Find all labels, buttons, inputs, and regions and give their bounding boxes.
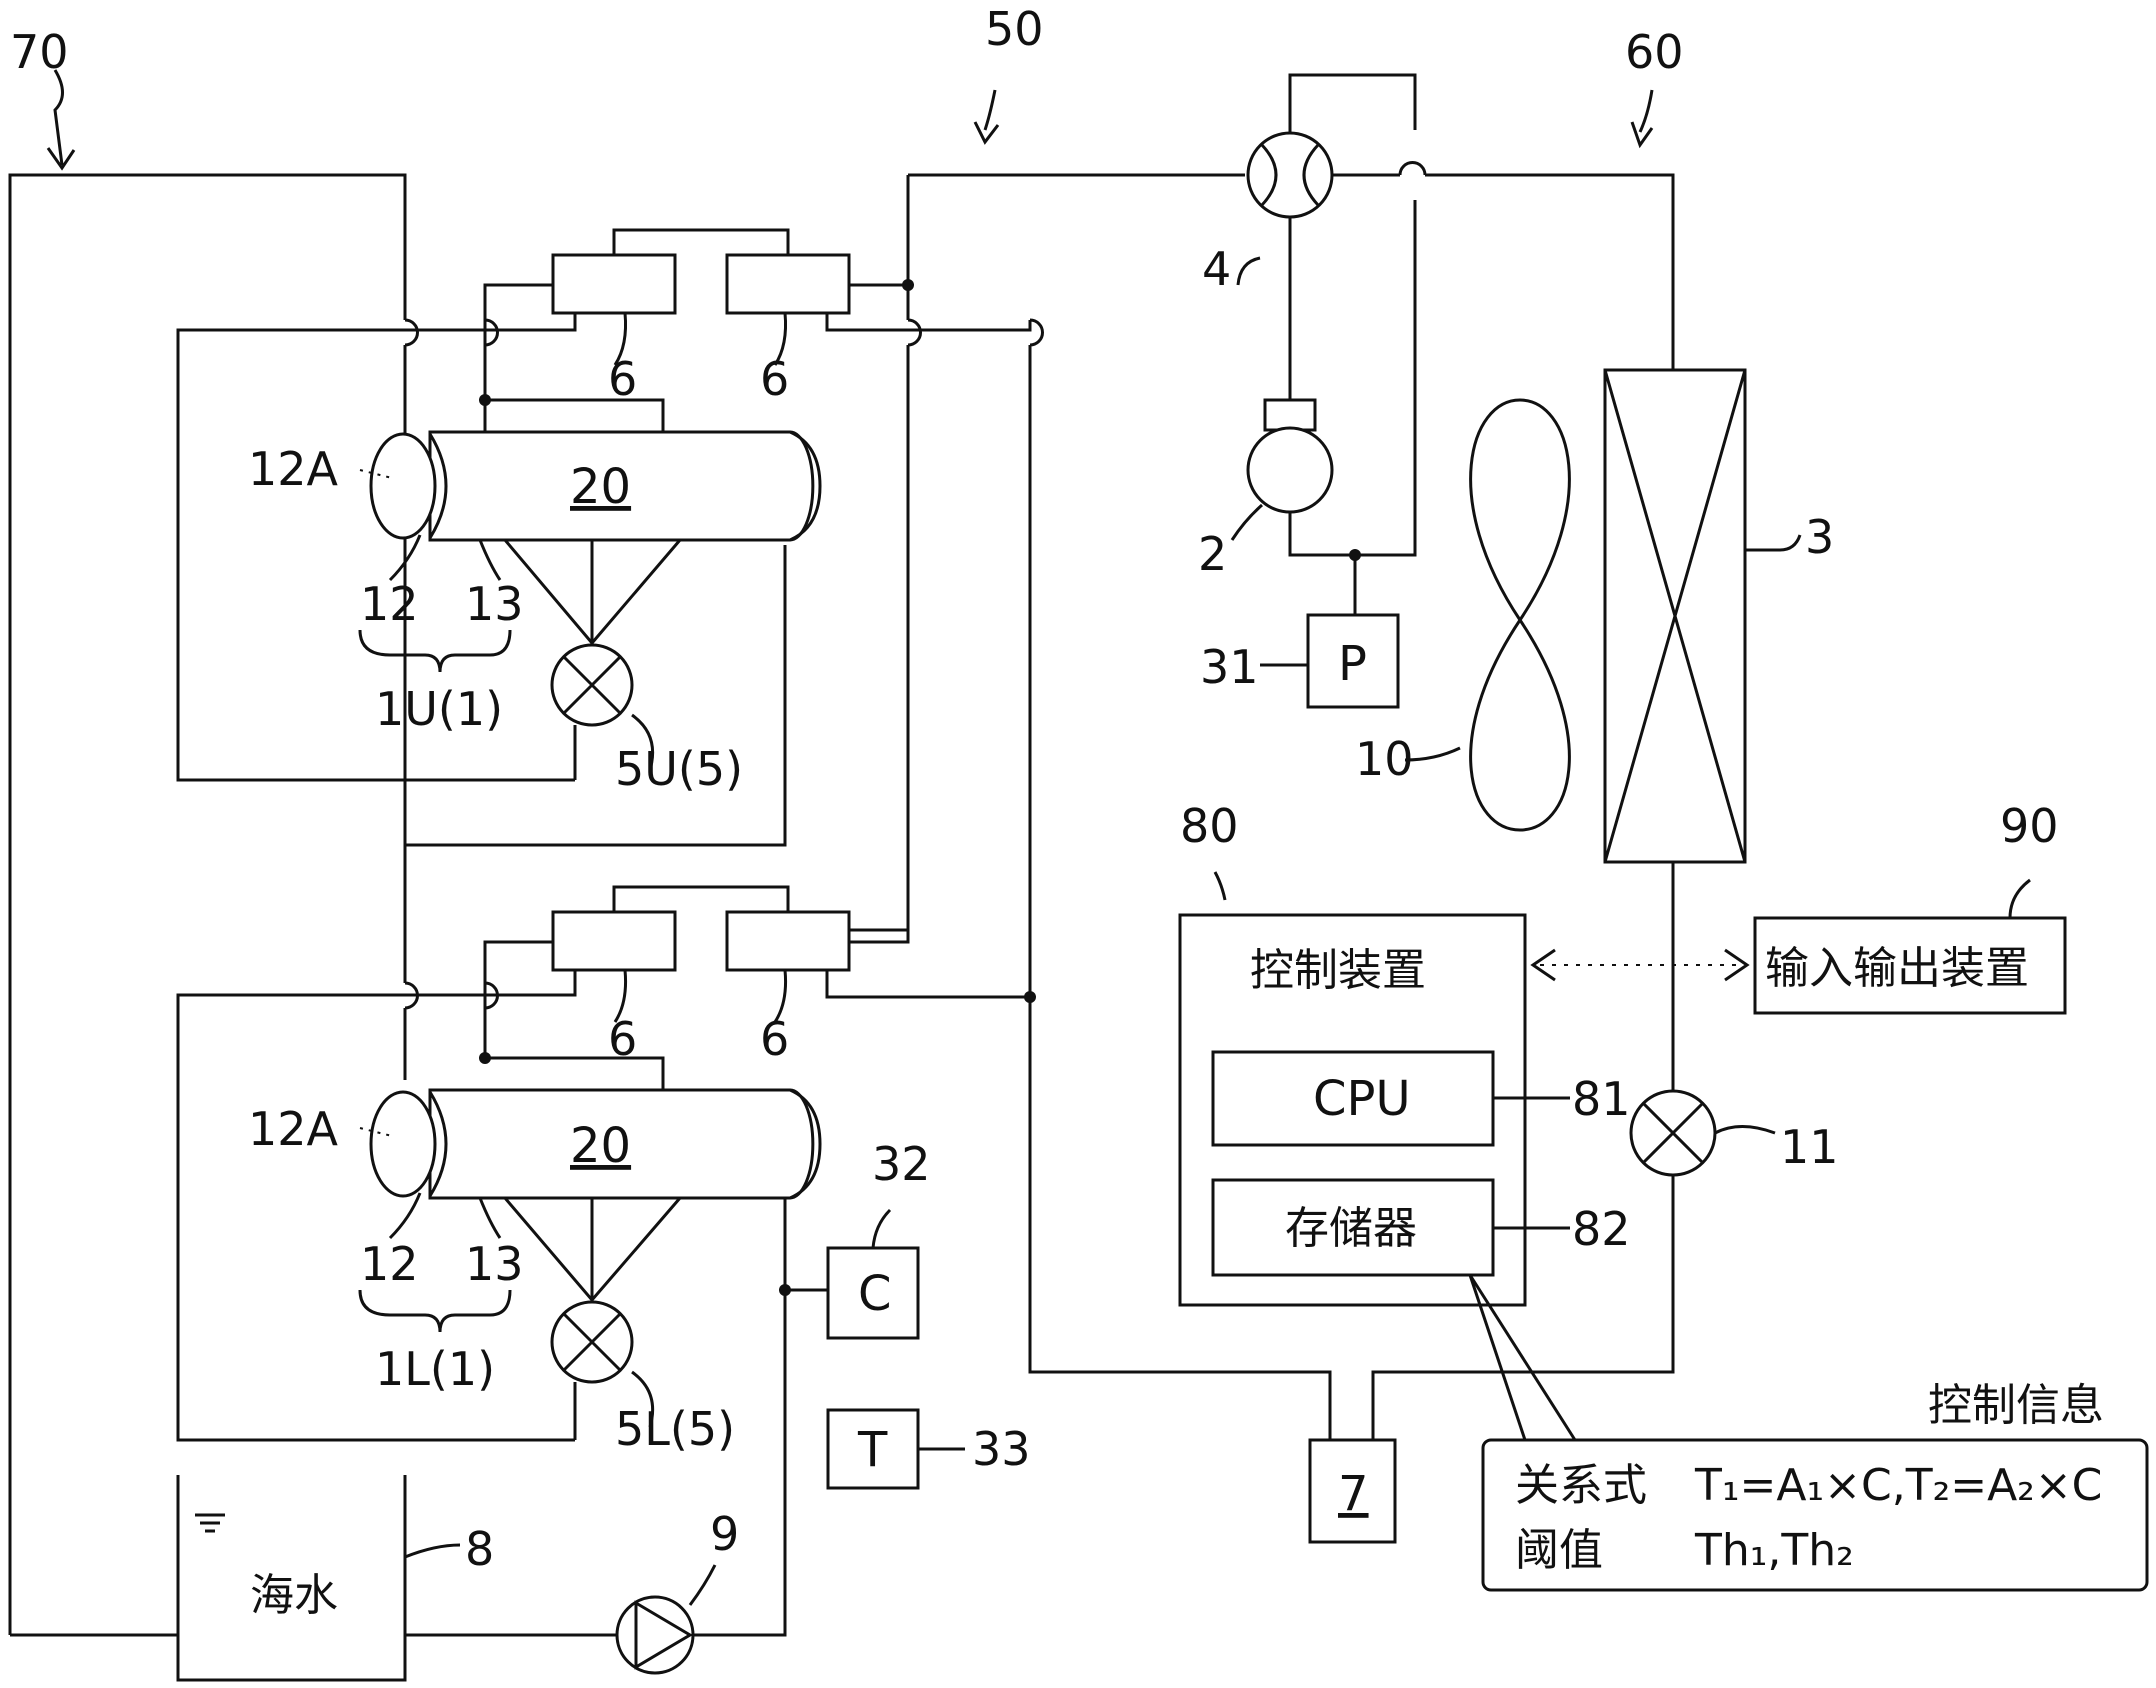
ref-20-lower: 20	[570, 1118, 631, 1174]
ref-50: 50	[985, 2, 1044, 56]
controller-label: 控制装置	[1250, 945, 1426, 996]
ref-4: 4	[1202, 242, 1231, 296]
ref-11: 11	[1780, 1120, 1839, 1174]
upper-condenser-block	[176, 228, 908, 782]
valve-6-lower-left	[551, 910, 677, 972]
pump-9	[615, 1564, 717, 1675]
ref-70: 70	[10, 25, 69, 79]
reference-labels: 70 50 60 4 2 3 31 10 6 6 6 6 12A 12A 20 …	[10, 2, 2059, 1576]
ref-13-lower: 13	[465, 1237, 524, 1291]
ref-60: 60	[1625, 25, 1684, 79]
ref-7: 7	[1338, 1466, 1369, 1522]
ref-20-upper: 20	[570, 459, 631, 515]
ref-5L: 5L(5)	[615, 1402, 735, 1456]
ref-81: 81	[1572, 1072, 1631, 1126]
control-info-text: 控制信息 关系式 T₁=A₁×C,T₂=A₂×C 阈值 Th₁,Th₂	[1515, 1380, 2104, 1576]
heat-exchange-tube-bundle-12-upper	[369, 432, 437, 540]
four-way-valve-4	[1236, 131, 1334, 286]
io-device-90	[1530, 878, 2067, 1015]
sensor-C-32	[826, 1246, 920, 1340]
cpu-81	[1211, 1050, 1495, 1147]
control-info-callout	[1481, 1438, 2149, 1592]
receiver-7	[1308, 1438, 1397, 1544]
ref-33: 33	[972, 1422, 1031, 1476]
ref-32: 32	[872, 1137, 931, 1191]
ref-12A-lower: 12A	[248, 1102, 339, 1156]
ref-80: 80	[1180, 799, 1239, 853]
ref-9: 9	[710, 1507, 739, 1561]
ref-10: 10	[1355, 732, 1414, 786]
pressure-sensor-label: P	[1338, 636, 1367, 692]
ref-12A-upper: 12A	[248, 442, 339, 496]
valve-6-lower-right	[725, 910, 851, 972]
ref-90: 90	[2000, 799, 2059, 853]
fan-10	[1404, 398, 1571, 832]
relation-label: 关系式	[1515, 1460, 1647, 1511]
controller-80	[1178, 871, 1577, 1441]
io-label: 输入输出装置	[1765, 943, 2029, 994]
sensor-T-33	[826, 1408, 920, 1490]
ref-6-upper-right: 6	[760, 352, 789, 406]
ref-6-lower-right: 6	[760, 1012, 789, 1066]
valve-6-upper-right	[725, 253, 851, 315]
ref-2: 2	[1198, 527, 1227, 581]
ref-1U: 1U(1)	[375, 682, 503, 736]
sensor-T-label: T	[857, 1422, 888, 1478]
ref-5U: 5U(5)	[615, 742, 743, 796]
memory-label: 存储器	[1285, 1203, 1417, 1254]
ref-3: 3	[1805, 510, 1834, 564]
compressor-2	[1230, 398, 1334, 541]
ref-1L: 1L(1)	[375, 1342, 495, 1396]
lower-condenser-block	[176, 885, 1030, 1442]
heat-exchange-tube-bundle-12-lower	[369, 1090, 437, 1198]
ref-82: 82	[1572, 1202, 1631, 1256]
seawater-label: 海水	[250, 1570, 338, 1621]
control-info-title: 控制信息	[1928, 1380, 2104, 1431]
ref-12-lower: 12	[360, 1237, 419, 1291]
threshold-value: Th₁,Th₂	[1694, 1525, 1854, 1576]
ref-8: 8	[465, 1522, 494, 1576]
ref-12-upper: 12	[360, 577, 419, 631]
threshold-label: 阈值	[1515, 1525, 1603, 1576]
pressure-sensor-31	[1260, 613, 1400, 709]
sensor-C-label: C	[858, 1266, 892, 1322]
memory-82	[1211, 1178, 1495, 1277]
ref-31: 31	[1200, 640, 1259, 694]
valve-6-upper-left	[551, 253, 677, 315]
cpu-label: CPU	[1313, 1071, 1411, 1127]
relation-value: T₁=A₁×C,T₂=A₂×C	[1694, 1460, 2102, 1511]
ref-6-upper-left: 6	[608, 352, 637, 406]
box-labels: P C T 控制装置 CPU 存储器 输入输出装置 海水	[250, 636, 2029, 1621]
air-heat-exchanger-3	[1603, 368, 1802, 864]
ref-13-upper: 13	[465, 577, 524, 631]
expansion-valve-11	[1629, 1089, 1776, 1177]
seawater-tank-8	[176, 1475, 461, 1682]
ref-6-lower-left: 6	[608, 1012, 637, 1066]
